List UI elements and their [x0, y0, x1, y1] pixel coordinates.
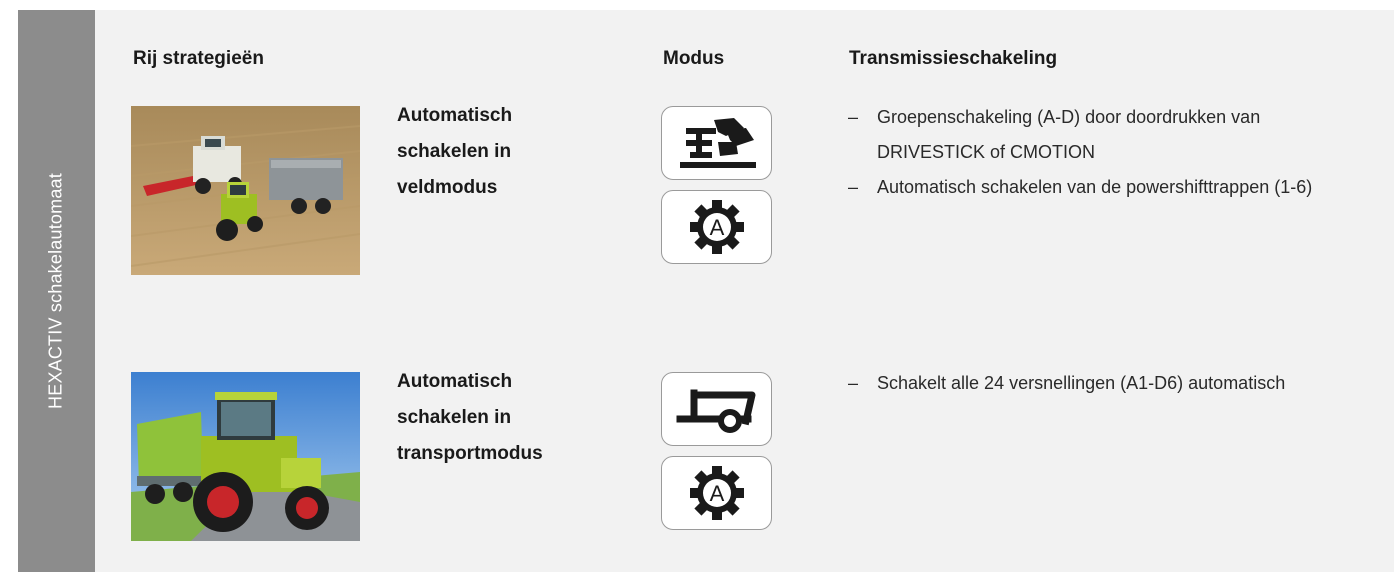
strategy-line: veldmodus	[397, 177, 498, 198]
transport-mode-icon	[676, 389, 755, 433]
field-mode-icon-box	[661, 106, 772, 180]
bullet-item: Groepenschakeling (A-D) door doordrukken…	[848, 100, 1368, 170]
header-strategies: Rij strategieën	[133, 48, 264, 69]
automatic-gear-icon: A	[689, 200, 744, 254]
header-mode: Modus	[663, 48, 725, 69]
strategy-line: schakelen in	[397, 407, 512, 428]
transport-mode-photo	[131, 372, 360, 541]
strategy-line: Automatisch	[397, 371, 513, 392]
automatic-mode-icon-box: A	[661, 190, 772, 264]
strategy-line: transportmodus	[397, 443, 543, 464]
gear-badge-letter: A	[709, 481, 724, 506]
transport-mode-bullets: Schakelt alle 24 versnellingen (A1-D6) a…	[848, 366, 1368, 401]
header-transmission: Transmissieschakeling	[849, 48, 1058, 69]
field-mode-photo	[131, 106, 360, 275]
content-panel: HEXACTIV schakelautomaat Rij strategieën…	[18, 10, 1394, 572]
bullet-item: Automatisch schakelen van de powershiftt…	[848, 170, 1368, 205]
automatic-gear-icon: A	[689, 466, 744, 520]
field-mode-bullets: Groepenschakeling (A-D) door doordrukken…	[848, 100, 1368, 205]
side-label: HEXACTIV schakelautomaat	[45, 173, 66, 409]
gear-badge-letter: A	[709, 215, 724, 240]
automatic-mode-icon-box: A	[661, 456, 772, 530]
field-mode-icon	[679, 118, 756, 168]
strategy-line: Automatisch	[397, 105, 513, 126]
transport-mode-icon-box	[661, 372, 772, 446]
strategy-line: schakelen in	[397, 141, 512, 162]
side-bar: HEXACTIV schakelautomaat	[18, 10, 95, 572]
strategy-field-mode: Automatisch schakelen in veldmodus	[397, 98, 627, 206]
bullet-item: Schakelt alle 24 versnellingen (A1-D6) a…	[848, 366, 1368, 401]
strategy-transport-mode: Automatisch schakelen in transportmodus	[397, 364, 627, 472]
